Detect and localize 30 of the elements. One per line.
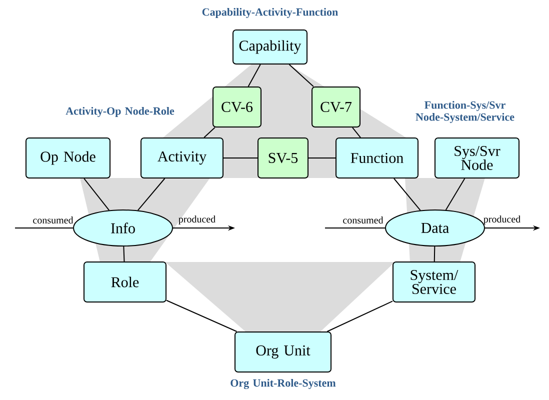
- connector-line: [204, 127, 216, 138]
- view-box: CV-6: [212, 86, 262, 128]
- process-box: Function: [336, 138, 418, 178]
- edge-label: consumed: [343, 216, 384, 224]
- group-heading: Activity-Op Node-Role: [66, 107, 174, 117]
- group-heading: Function-Sys/Svr Node-System/Service: [416, 101, 514, 123]
- view-box: SV-5: [258, 138, 308, 178]
- edge-label: produced: [178, 215, 216, 225]
- edge-label: produced: [484, 215, 520, 225]
- connector-line: [123, 246, 125, 262]
- edge-label: consumed: [33, 216, 74, 224]
- connector-line: [288, 64, 314, 87]
- process-box: Role: [84, 262, 166, 302]
- connector-line: [352, 127, 362, 138]
- process-box: Op Node: [26, 138, 110, 178]
- process-box: Sys/Svr Node: [434, 138, 520, 178]
- connector-line: [393, 178, 421, 211]
- connector-line: [434, 246, 436, 262]
- connector-line: [326, 300, 393, 332]
- process-box: Activity: [140, 138, 224, 178]
- process-box: Capability: [232, 30, 308, 64]
- connector-line: [84, 178, 110, 211]
- process-box: Org Unit: [234, 332, 332, 372]
- process-box: System/ Service: [392, 262, 476, 302]
- connector-line: [166, 300, 238, 332]
- view-box: CV-7: [312, 86, 360, 128]
- connector-line: [137, 178, 166, 211]
- group-heading: Capability-Activity-Function: [202, 8, 338, 18]
- connector-line: [445, 178, 466, 210]
- connector-line: [248, 64, 261, 87]
